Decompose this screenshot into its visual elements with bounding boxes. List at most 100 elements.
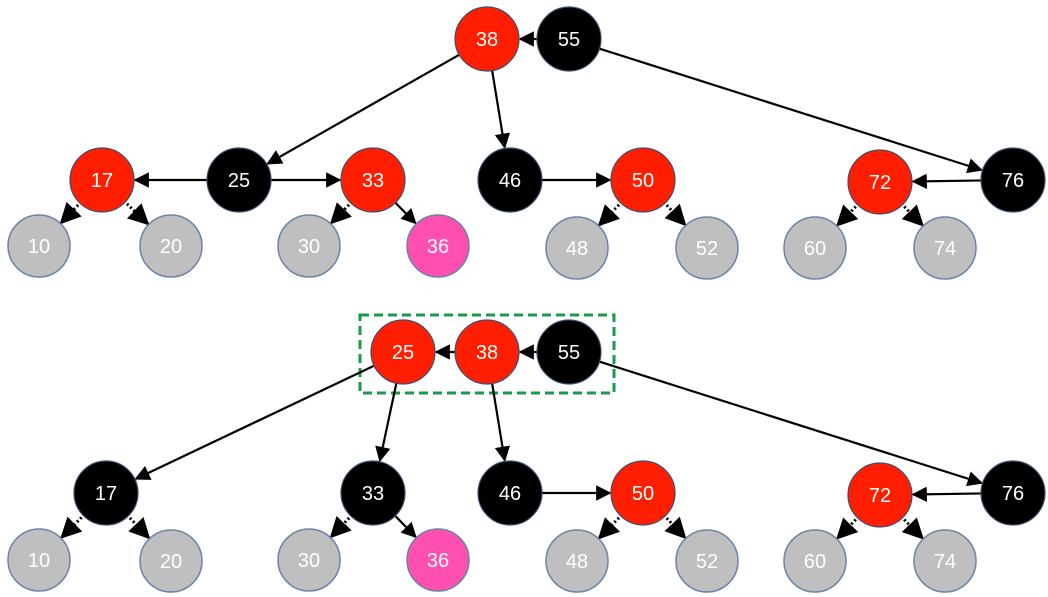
node-label: 76 — [1002, 483, 1024, 505]
highlight-box — [358, 313, 616, 395]
node-label: 50 — [632, 170, 654, 192]
edge-b76-b72 — [911, 486, 984, 502]
tree-node-38: 38 — [454, 319, 520, 385]
node-circle — [7, 528, 71, 592]
tree-node-33: 33 — [340, 460, 406, 526]
edge-t72-t60 — [835, 202, 861, 227]
edge-t17-t10 — [59, 200, 83, 225]
node-circle — [370, 319, 436, 385]
node-label: 36 — [427, 550, 449, 572]
tree-node-50: 50 — [610, 147, 676, 213]
tree-node-48: 48 — [545, 529, 609, 593]
node-label: 25 — [392, 342, 414, 364]
node-circle — [980, 147, 1046, 213]
tree-node-30: 30 — [277, 528, 341, 592]
node-circle — [847, 149, 913, 215]
tree-node-20: 20 — [139, 529, 203, 593]
node-circle — [675, 529, 739, 593]
node-circle — [783, 529, 847, 593]
tree-node-46: 46 — [477, 460, 543, 526]
edge-t55-t76 — [597, 47, 984, 174]
tree-node-36: 36 — [406, 214, 470, 278]
node-circle — [980, 460, 1046, 526]
node-circle — [536, 6, 602, 72]
node-circle — [610, 147, 676, 213]
edge-b50-b48 — [597, 513, 624, 540]
node-label: 72 — [869, 172, 891, 194]
node-circle — [913, 529, 977, 593]
node-circle — [69, 147, 135, 213]
node-circle — [477, 147, 543, 213]
tree-node-50: 50 — [610, 460, 676, 526]
node-label: 36 — [427, 236, 449, 258]
edge-b17-b10 — [60, 513, 86, 539]
node-label: 38 — [476, 342, 498, 364]
node-label: 38 — [476, 29, 498, 51]
tree-node-55: 55 — [536, 319, 602, 385]
node-label: 17 — [95, 483, 117, 505]
edge-t38-t46 — [490, 68, 511, 149]
node-label: 55 — [558, 29, 580, 51]
node-circle — [454, 6, 520, 72]
edge-t76-t72 — [911, 173, 984, 189]
tree-node-52: 52 — [675, 529, 739, 593]
node-circle — [139, 214, 203, 278]
tree-node-33: 33 — [340, 147, 406, 213]
node-label: 55 — [558, 342, 580, 364]
edge-t38-t25 — [266, 52, 462, 165]
edge-t50-t52 — [662, 200, 687, 227]
node-label: 10 — [28, 236, 50, 258]
node-label: 33 — [362, 170, 384, 192]
node-circle — [7, 214, 71, 278]
node-label: 46 — [499, 170, 521, 192]
edge-b17-b20 — [125, 513, 151, 540]
node-label: 10 — [28, 550, 50, 572]
node-label: 30 — [298, 236, 320, 258]
node-label: 25 — [228, 170, 250, 192]
edge-b55-b76 — [597, 360, 984, 487]
node-circle — [340, 147, 406, 213]
node-label: 20 — [160, 236, 182, 258]
edge-b72-b60 — [835, 515, 861, 540]
node-label: 74 — [934, 238, 956, 260]
tree-node-25: 25 — [370, 319, 436, 385]
node-circle — [406, 214, 470, 278]
edge-t72-t74 — [899, 202, 925, 227]
edge-b25-b33 — [375, 381, 398, 463]
node-label: 52 — [696, 551, 718, 573]
tree-node-48: 48 — [545, 216, 609, 280]
tree-node-55: 55 — [536, 6, 602, 72]
node-label: 60 — [804, 551, 826, 573]
edge-b72-b74 — [899, 515, 925, 540]
edge-t33-t36 — [393, 200, 417, 225]
edge-t33-t30 — [329, 200, 354, 225]
tree-node-74: 74 — [913, 216, 977, 280]
tree-node-60: 60 — [783, 216, 847, 280]
tree-node-76: 76 — [980, 460, 1046, 526]
node-label: 48 — [566, 551, 588, 573]
node-circle — [675, 216, 739, 280]
tree-before-split: 38 55 17 25 33 46 50 72 76 10 20 30 36 48 52 60 74 — [7, 6, 1046, 280]
tree-node-25: 25 — [206, 147, 272, 213]
edge-t50-t48 — [597, 200, 624, 227]
node-label: 50 — [632, 483, 654, 505]
node-label: 17 — [91, 170, 113, 192]
tree-node-17: 17 — [73, 460, 139, 526]
node-label: 76 — [1002, 170, 1024, 192]
tree-node-10: 10 — [7, 214, 71, 278]
node-circle — [545, 216, 609, 280]
node-label: 52 — [696, 238, 718, 260]
node-circle — [913, 216, 977, 280]
edge-b33-b36 — [393, 513, 417, 539]
node-label: 33 — [362, 483, 384, 505]
node-circle — [340, 460, 406, 526]
node-circle — [545, 529, 609, 593]
node-circle — [454, 319, 520, 385]
edge-b38-b46 — [490, 381, 511, 462]
node-label: 48 — [566, 238, 588, 260]
node-circle — [783, 216, 847, 280]
tree-node-20: 20 — [139, 214, 203, 278]
edge-t17-t20 — [122, 199, 150, 226]
